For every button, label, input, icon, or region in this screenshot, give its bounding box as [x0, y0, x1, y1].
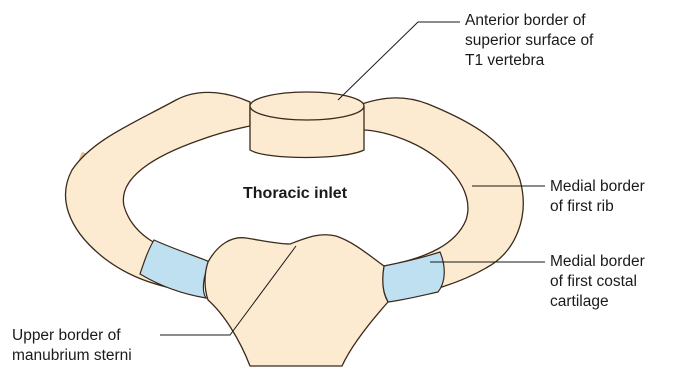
right-first-costal-cartilage	[382, 252, 444, 302]
label-costal-cartilage-line-1: Medial border	[550, 252, 645, 272]
thoracic-inlet-label: Thoracic inlet	[243, 185, 347, 203]
label-manubrium: Upper border of manubrium sterni	[12, 326, 132, 366]
label-costal-cartilage-line-3: cartilage	[550, 292, 645, 312]
t1-vertebra	[250, 92, 364, 158]
label-first-rib-line-2: of first rib	[550, 197, 645, 217]
label-costal-cartilage: Medial border of first costal cartilage	[550, 252, 645, 312]
label-first-rib: Medial border of first rib	[550, 177, 645, 217]
leader-vertebra	[338, 22, 460, 100]
label-first-rib-line-1: Medial border	[550, 177, 645, 197]
vertebral-body-superior-surface	[250, 92, 364, 120]
label-vertebra-line-2: superior surface of	[465, 31, 593, 51]
manubrium-sterni	[205, 235, 388, 366]
label-vertebra-line-3: T1 vertebra	[465, 51, 593, 71]
label-manubrium-line-2: manubrium sterni	[12, 346, 132, 366]
label-vertebra: Anterior border of superior surface of T…	[465, 11, 593, 71]
left-first-costal-cartilage	[140, 240, 210, 298]
label-costal-cartilage-line-2: of first costal	[550, 272, 645, 292]
label-manubrium-line-1: Upper border of	[12, 326, 132, 346]
label-vertebra-line-1: Anterior border of	[465, 11, 593, 31]
